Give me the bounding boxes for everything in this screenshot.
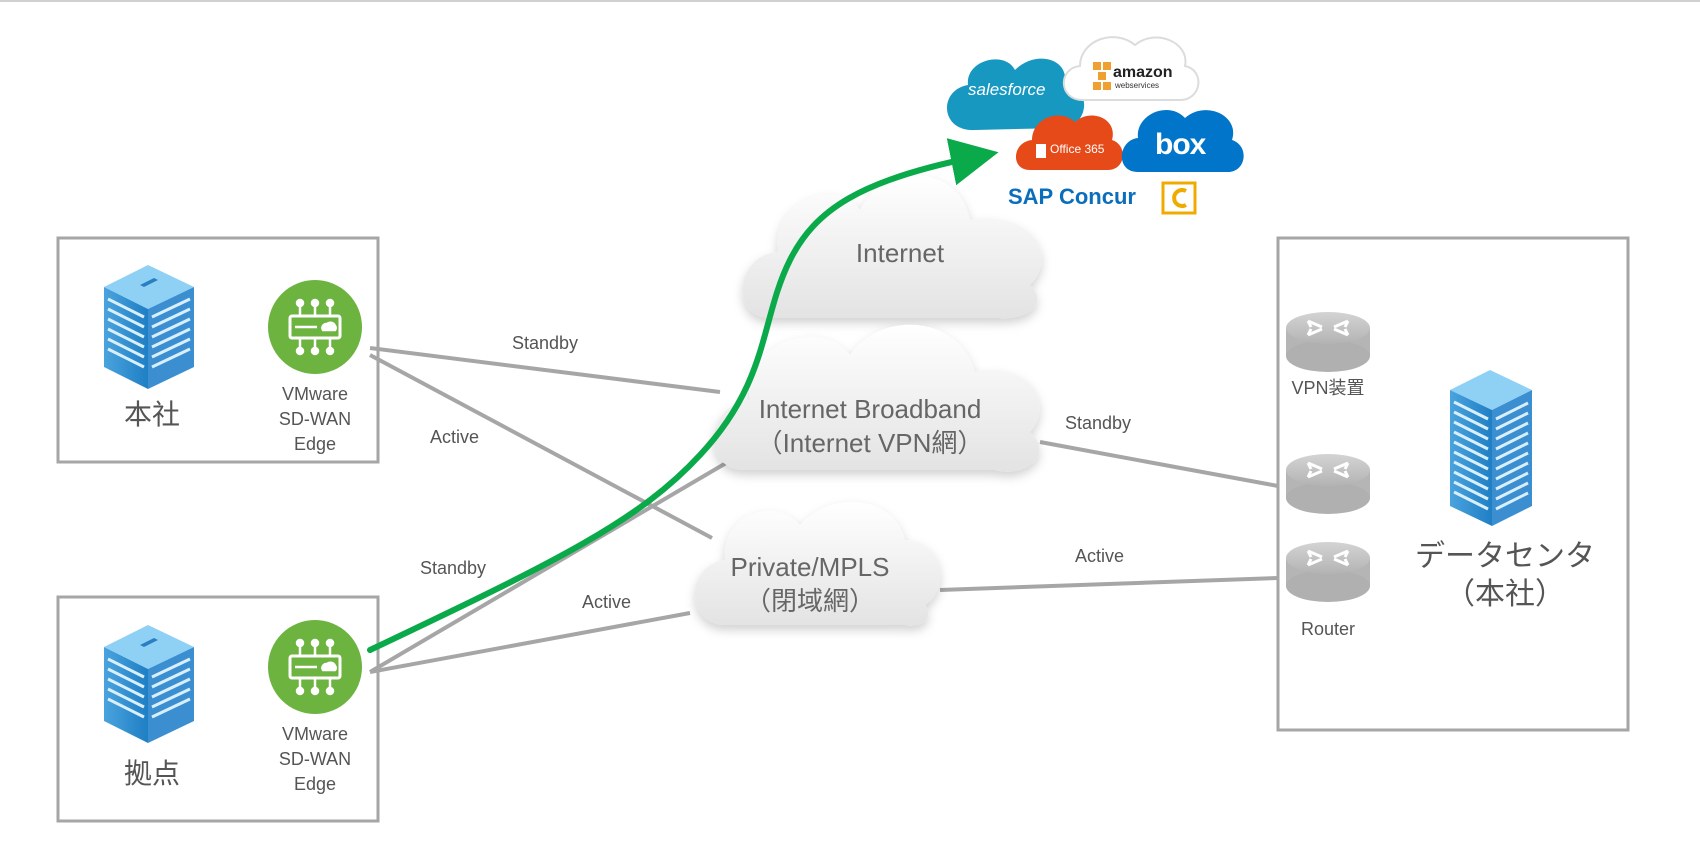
box-logo-text: box bbox=[1155, 128, 1206, 161]
branch-edge-label: VMware SD-WAN Edge bbox=[255, 722, 375, 797]
concur-logo-mark bbox=[1161, 181, 1197, 215]
vpn-device-label: VPN装置 bbox=[1291, 378, 1365, 398]
hq-site-name: 本社 bbox=[123, 399, 180, 430]
link-hq-mpls bbox=[369, 353, 713, 540]
branch-site-name: 拠点 bbox=[123, 758, 180, 789]
hq-sdwan-edge-icon bbox=[268, 280, 362, 374]
hq-edge-label-line2: SD-WAN bbox=[278, 409, 352, 429]
link-label-hq-broadband: Standby bbox=[512, 333, 579, 353]
branch-edge-label-line1: VMware bbox=[281, 724, 348, 744]
broadband-cloud-label: Internet Broadband （Internet VPN網） bbox=[720, 392, 1020, 460]
hq-building-icon bbox=[104, 265, 194, 389]
link-branch-broadband bbox=[368, 454, 740, 674]
router-icon-bottom bbox=[1286, 542, 1370, 602]
salesforce-logo-text: salesforce bbox=[968, 80, 1046, 99]
aws-logo-text: amazon bbox=[1113, 64, 1173, 81]
salesforce-logo bbox=[947, 58, 1085, 131]
mpls-cloud-label-line2: （閉域網） bbox=[744, 586, 875, 616]
box-logo bbox=[1121, 110, 1244, 172]
mpls-cloud-label-line1: Private/MPLS bbox=[730, 552, 890, 582]
link-hq-broadband bbox=[369, 346, 721, 394]
vpn-device-router-icon bbox=[1286, 312, 1370, 372]
internet-cloud-label: Internet bbox=[855, 238, 945, 268]
datacenter-title: データセンタ （本社） bbox=[1395, 538, 1615, 614]
broadband-cloud-label-line1: Internet Broadband bbox=[758, 394, 982, 424]
internet-cloud bbox=[742, 175, 1042, 319]
link-broadband-dc bbox=[1039, 440, 1279, 488]
mpls-cloud-label: Private/MPLS （閉域網） bbox=[690, 550, 930, 618]
branch-building-icon bbox=[104, 625, 194, 743]
aws-logo-subtext: webservices bbox=[1115, 81, 1160, 90]
broadband-cloud bbox=[713, 324, 1040, 472]
link-label-mpls-dc: Active bbox=[1075, 546, 1125, 566]
broadband-cloud-label-line2: （Internet VPN網） bbox=[756, 428, 984, 458]
mpls-cloud bbox=[695, 502, 941, 626]
link-label-broadband-dc: Standby bbox=[1065, 413, 1132, 433]
link-mpls-dc bbox=[939, 576, 1279, 592]
branch-edge-label-line3: Edge bbox=[293, 774, 337, 794]
router-label: Router bbox=[1300, 619, 1356, 639]
aws-logo bbox=[1062, 36, 1200, 101]
hq-edge-label-line1: VMware bbox=[281, 384, 348, 404]
concur-logo-text: SAP Concur bbox=[1008, 184, 1136, 209]
top-divider bbox=[0, 0, 1700, 2]
hq-edge-label-line3: Edge bbox=[293, 434, 337, 454]
link-label-branch-broadband: Standby bbox=[420, 558, 487, 578]
datacenter-title-line1: データセンタ bbox=[1415, 540, 1595, 573]
datacenter-building-icon bbox=[1450, 370, 1532, 526]
hq-edge-label: VMware SD-WAN Edge bbox=[255, 382, 375, 457]
office365-logo bbox=[1015, 115, 1123, 170]
link-branch-mpls bbox=[369, 611, 691, 674]
link-label-hq-mpls: Active bbox=[430, 427, 480, 447]
direct-internet-breakout-path bbox=[367, 138, 999, 653]
branch-edge-label-line2: SD-WAN bbox=[278, 749, 352, 769]
branch-sdwan-edge-icon bbox=[268, 620, 362, 714]
datacenter-title-line2: （本社） bbox=[1445, 578, 1565, 611]
office365-logo-text: Office 365 bbox=[1050, 142, 1105, 156]
router-icon-middle bbox=[1286, 454, 1370, 514]
branch-site-box bbox=[56, 595, 380, 823]
link-label-branch-mpls: Active bbox=[582, 592, 632, 612]
